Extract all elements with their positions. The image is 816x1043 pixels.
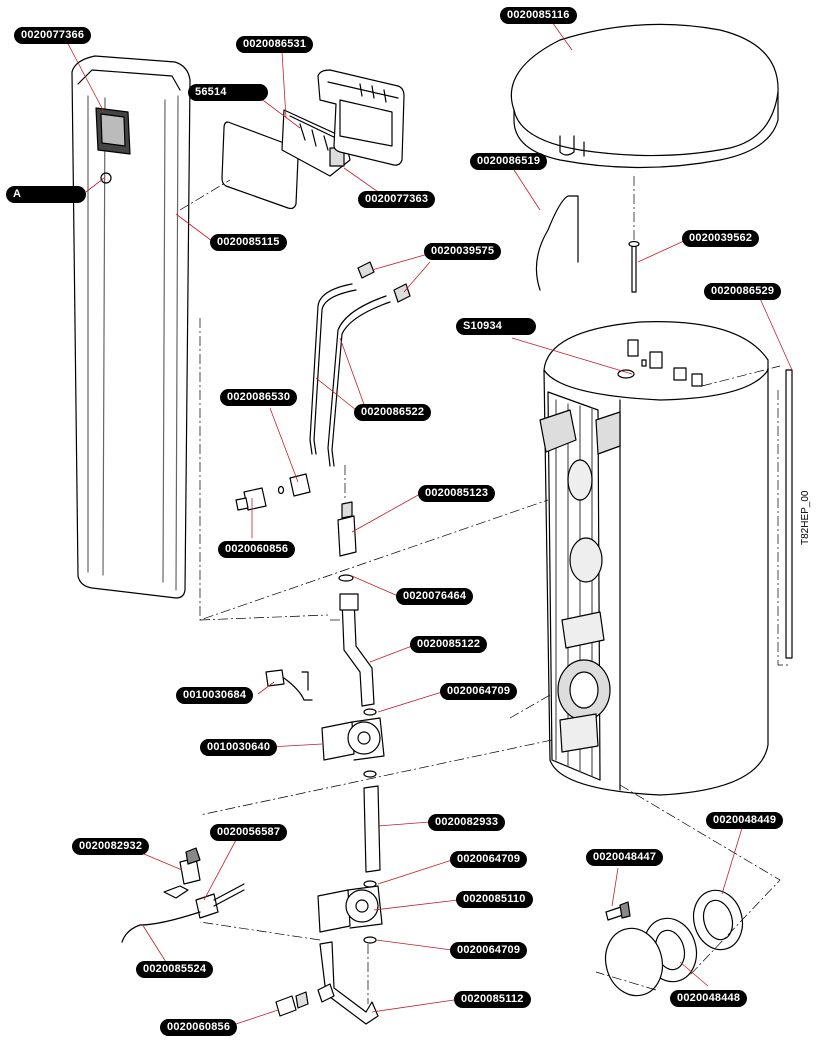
label-0020039562: 0020039562: [682, 230, 760, 247]
circulation-pump-upper: [321, 717, 385, 761]
storage-tank: [539, 321, 769, 796]
label-0020085112: 0020085112: [454, 991, 531, 1008]
label-0010030640: 0010030640: [200, 739, 278, 756]
fitting-a: [357, 261, 375, 279]
drawing-reference: T82HEP_00: [800, 490, 811, 545]
label-0010030684: 0010030684: [176, 687, 254, 704]
label-0020048449: 0020048449: [706, 812, 784, 829]
label-56514: 56514: [188, 84, 268, 101]
straight-pipe: [363, 785, 381, 873]
control-fascia: [221, 69, 405, 210]
pipe-bend: [341, 597, 375, 707]
label-0020085110: 0020085110: [456, 891, 533, 908]
label-0020086522: 0020086522: [354, 404, 432, 421]
o-ring: [338, 574, 354, 582]
label-A: A: [6, 186, 86, 203]
label-0020048447: 0020048447: [586, 849, 664, 866]
label-0020085122: 0020085122: [410, 636, 488, 653]
label-0020085123: 0020085123: [418, 485, 496, 502]
label-S10934: S10934: [456, 318, 536, 335]
cable-connector: [265, 669, 285, 687]
label-0020085524: 0020085524: [136, 961, 214, 978]
leader-lines: [65, 21, 793, 1027]
connector: [337, 515, 357, 557]
label-0020085115: 0020085115: [210, 234, 287, 251]
label-0020086519: 0020086519: [470, 153, 548, 170]
label-0020048448: 0020048448: [670, 990, 748, 1007]
label-0020060856-lower: 0020060856: [160, 1019, 238, 1036]
label-0020077366: 0020077366: [14, 27, 92, 44]
label-0020085116: 0020085116: [500, 7, 577, 24]
label-0020082932: 0020082932: [72, 838, 150, 855]
gasket-outer: [692, 889, 744, 951]
sensor-wire: [535, 195, 579, 291]
pin: [631, 243, 637, 293]
label-0020056587: 0020056587: [210, 824, 288, 841]
label-0020064709-a: 0020064709: [440, 683, 518, 700]
assembly-lines: [179, 176, 790, 1004]
front-casing-panel: [71, 55, 191, 599]
tank-lid: [510, 23, 779, 169]
label-0020060856-upper: 0020060856: [218, 541, 296, 558]
label-0020064709-b: 0020064709: [450, 851, 528, 868]
valve: [289, 473, 311, 497]
label-0020064709-c: 0020064709: [450, 942, 528, 959]
circulation-pump-lower: [317, 885, 383, 933]
label-0020076464: 0020076464: [396, 588, 474, 605]
label-0020082933: 0020082933: [428, 814, 506, 831]
anode-rod: [785, 369, 793, 659]
label-0020086531: 0020086531: [236, 36, 314, 53]
drain-valve: [275, 995, 297, 1017]
flow-pipes: [309, 283, 391, 467]
label-0020086529: 0020086529: [704, 283, 782, 300]
fitting-b: [393, 283, 411, 303]
label-0020086530: 0020086530: [220, 389, 298, 406]
label-0020077363: 0020077363: [358, 191, 436, 208]
u-pipe: [319, 941, 379, 1025]
label-0020039575: 0020039575: [424, 243, 502, 260]
